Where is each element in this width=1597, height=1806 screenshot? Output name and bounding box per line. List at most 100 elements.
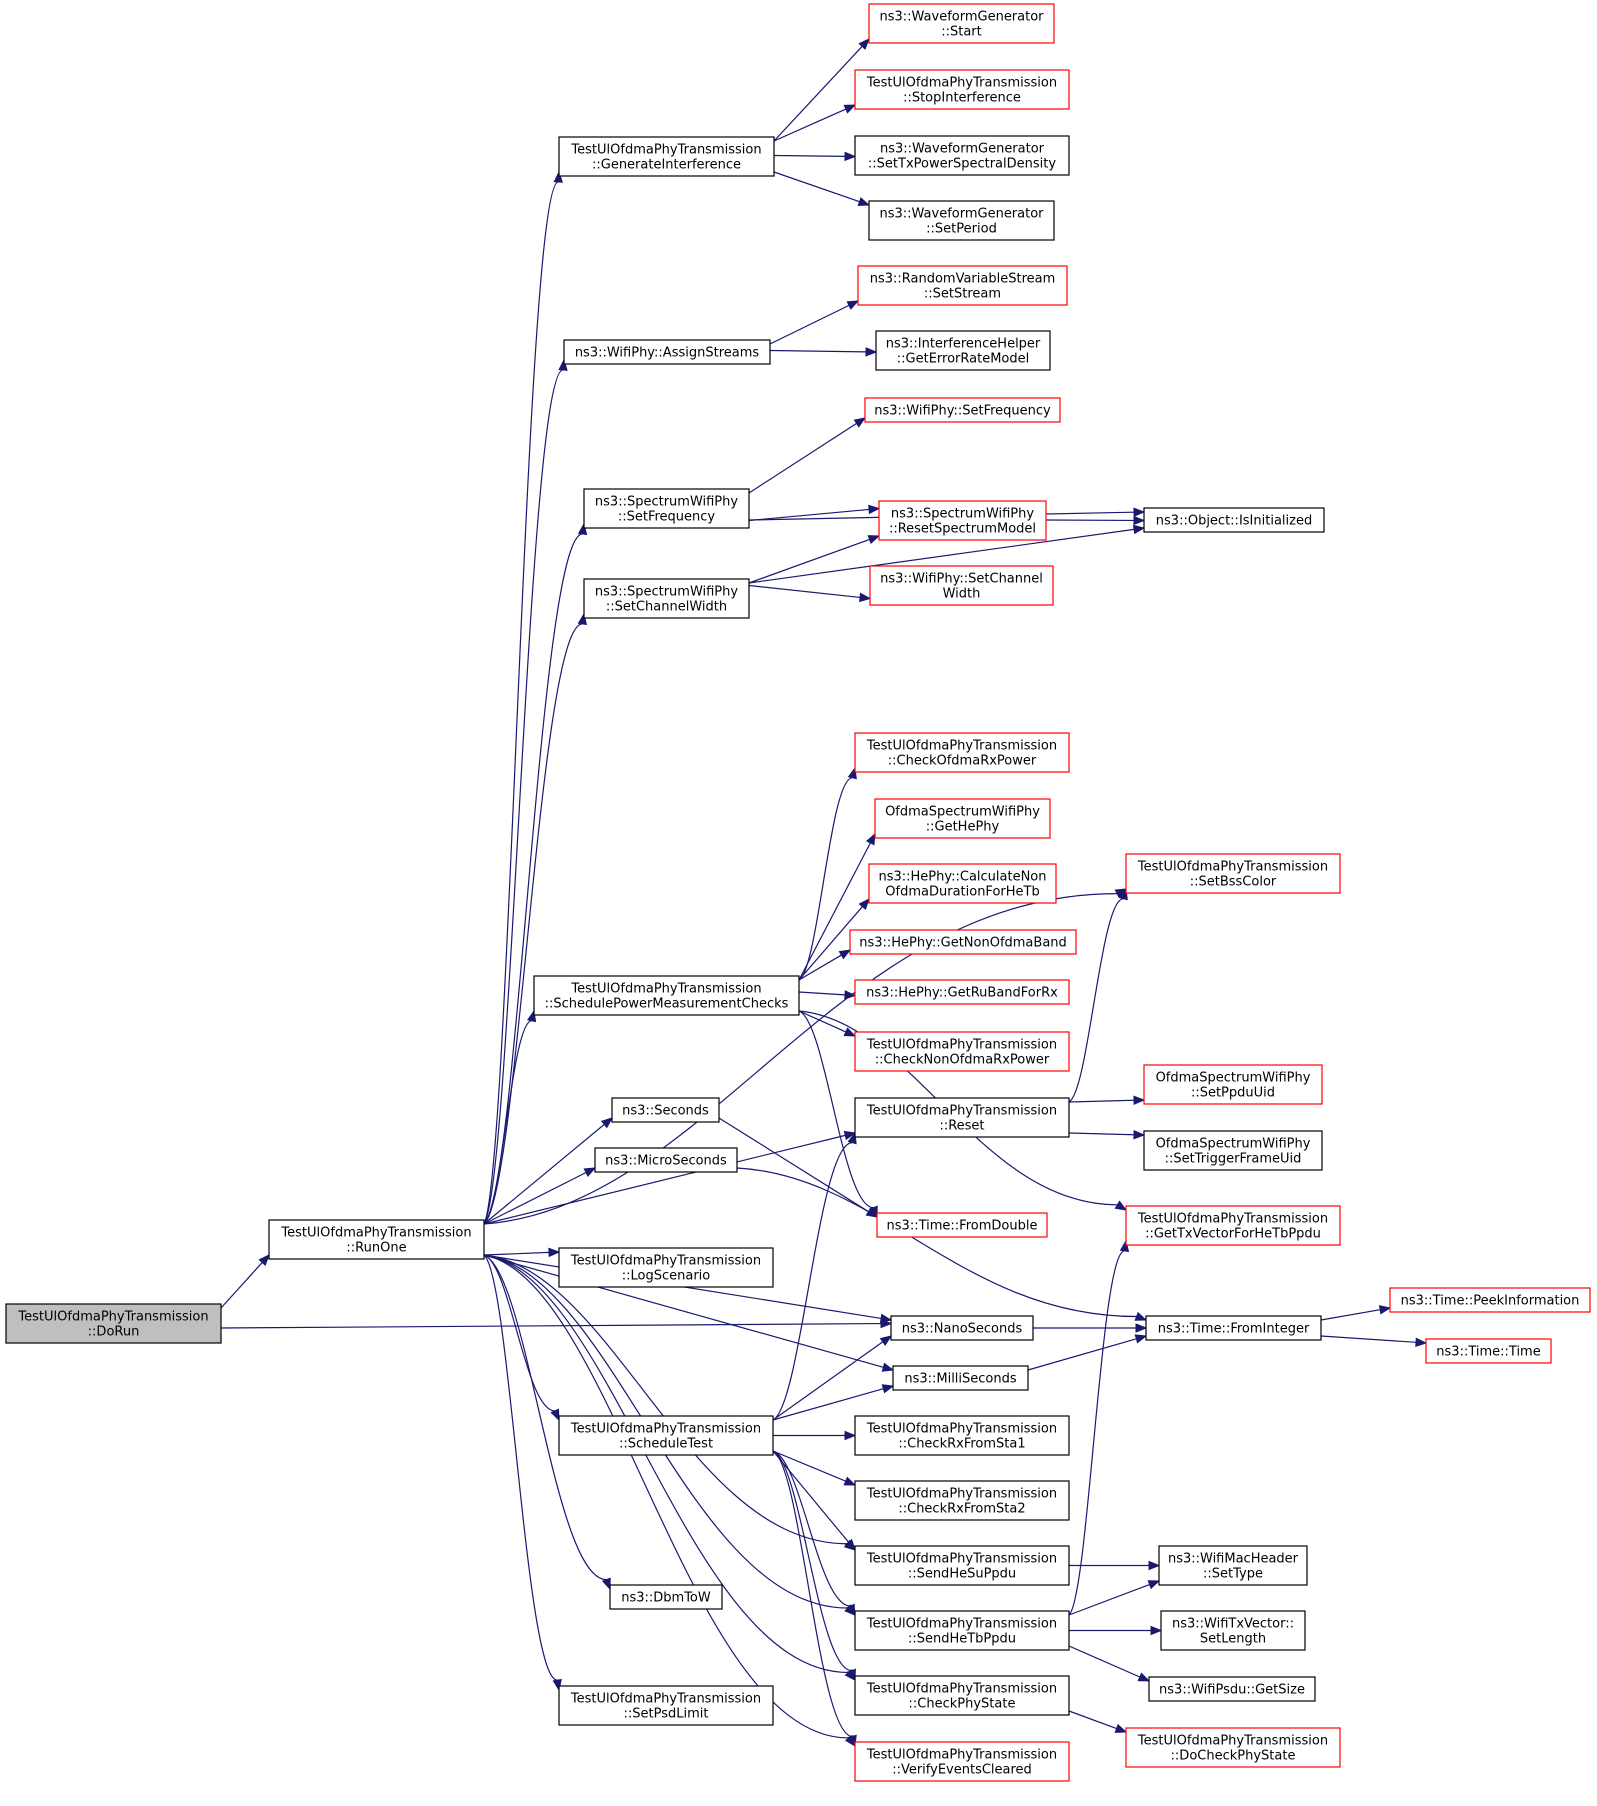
- node-setbsscolor[interactable]: TestUlOfdmaPhyTransmission::SetBssColor: [1125, 853, 1341, 894]
- node-time_time[interactable]: ns3::Time::Time: [1425, 1338, 1552, 1364]
- node-osw_settrigger[interactable]: OfdmaSpectrumWifiPhy::SetTriggerFrameUid: [1143, 1130, 1323, 1171]
- node-sendhesuppdu[interactable]: TestUlOfdmaPhyTransmission::SendHeSuPpdu: [854, 1545, 1070, 1586]
- arrowhead-icon: [600, 1117, 614, 1129]
- arrowhead-icon: [1114, 1200, 1128, 1211]
- edge-nanoseconds-to-time_frominteger: [1033, 1323, 1148, 1333]
- node-label: TestUlOfdmaPhyTransmission: [866, 1617, 1057, 1632]
- node-milliseconds[interactable]: ns3::MilliSeconds: [892, 1365, 1029, 1391]
- edge-line: [773, 108, 847, 142]
- edge-microseconds-to-time_frominteger: [736, 1167, 1148, 1321]
- node-sendhetbppdu[interactable]: TestUlOfdmaPhyTransmission::SendHeTbPpdu: [854, 1610, 1070, 1651]
- node-label: ns3::WaveformGenerator: [879, 10, 1044, 25]
- edge-line: [1068, 1645, 1141, 1678]
- node-assignstreams[interactable]: ns3::WifiPhy::AssignStreams: [563, 339, 771, 365]
- node-schedpower[interactable]: TestUlOfdmaPhyTransmission::SchedulePowe…: [533, 975, 800, 1016]
- node-wifiphy_setfreq[interactable]: ns3::WifiPhy::SetFrequency: [864, 397, 1061, 423]
- edge-dorun-to-runone: [220, 1254, 270, 1309]
- edge-schedpower-to-hephy_calcnon: [798, 897, 870, 981]
- node-ih_geterm[interactable]: ns3::InterferenceHelper::GetErrorRateMod…: [875, 330, 1051, 371]
- edge-line: [773, 154, 846, 157]
- node-setpsdlimit[interactable]: TestUlOfdmaPhyTransmission::SetPsdLimit: [558, 1685, 774, 1726]
- node-wtv_setlength[interactable]: ns3::WifiTxVector::SetLength: [1160, 1610, 1306, 1651]
- node-label: ns3::MilliSeconds: [904, 1372, 1017, 1387]
- node-wpsdu_getsize[interactable]: ns3::WifiPsdu::GetSize: [1148, 1676, 1316, 1702]
- node-time_fromdouble[interactable]: ns3::Time::FromDouble: [876, 1212, 1048, 1238]
- node-hephy_calcnon[interactable]: ns3::HePhy::CalculateNonOfdmaDurationFor…: [868, 863, 1057, 904]
- node-checkphystate[interactable]: TestUlOfdmaPhyTransmission::CheckPhyStat…: [854, 1675, 1070, 1716]
- node-geninterf[interactable]: TestUlOfdmaPhyTransmission::GenerateInte…: [558, 136, 775, 177]
- node-wf_setperiod[interactable]: ns3::WaveformGenerator::SetPeriod: [868, 200, 1055, 241]
- node-label: ::Start: [941, 25, 982, 40]
- node-osw_gethephy[interactable]: OfdmaSpectrumWifiPhy::GetHePhy: [874, 798, 1051, 839]
- node-dorun[interactable]: TestUlOfdmaPhyTransmission::DoRun: [5, 1303, 222, 1344]
- node-label: Width: [943, 587, 981, 602]
- node-reset[interactable]: TestUlOfdmaPhyTransmission::Reset: [854, 1097, 1070, 1138]
- node-label: ns3::WaveformGenerator: [880, 142, 1045, 157]
- arrowhead-icon: [1132, 524, 1146, 535]
- node-time_peek[interactable]: ns3::Time::PeekInformation: [1389, 1287, 1591, 1313]
- arrowhead-icon: [550, 1408, 560, 1422]
- node-swp_resetsm[interactable]: ns3::SpectrumWifiPhy::ResetSpectrumModel: [878, 500, 1047, 541]
- node-swp_setcw[interactable]: ns3::SpectrumWifiPhy::SetChannelWidth: [583, 578, 750, 619]
- node-wifiphy_setcw[interactable]: ns3::WifiPhy::SetChannelWidth: [869, 565, 1054, 606]
- node-docheckphystate[interactable]: TestUlOfdmaPhyTransmission::DoCheckPhySt…: [1125, 1727, 1341, 1768]
- node-label: OfdmaDurationForHeTb: [885, 885, 1039, 900]
- node-wmh_settype[interactable]: ns3::WifiMacHeader::SetType: [1158, 1545, 1308, 1586]
- node-wf_settxpsd[interactable]: ns3::WaveformGenerator::SetTxPowerSpectr…: [854, 135, 1070, 176]
- node-scheduletest[interactable]: TestUlOfdmaPhyTransmission::ScheduleTest: [558, 1415, 774, 1456]
- edge-line: [483, 1254, 884, 1368]
- node-wf_start[interactable]: ns3::WaveformGenerator::Start: [868, 3, 1055, 44]
- node-box: [1389, 1287, 1591, 1313]
- arrowhead-icon: [868, 504, 881, 515]
- node-box: [1160, 1610, 1306, 1651]
- node-seconds[interactable]: ns3::Seconds: [611, 1097, 720, 1123]
- node-checkofdmarx[interactable]: TestUlOfdmaPhyTransmission::CheckOfdmaRx…: [854, 732, 1070, 773]
- edge-line: [718, 1117, 869, 1213]
- arrowhead-icon: [1147, 1580, 1161, 1590]
- node-hephy_getru[interactable]: ns3::HePhy::GetRuBandForRx: [854, 979, 1070, 1005]
- node-label: ::SetBssColor: [1190, 875, 1277, 890]
- node-rvs_setstream[interactable]: ns3::RandomVariableStream::SetStream: [857, 265, 1068, 306]
- node-box: [854, 1610, 1070, 1651]
- node-label: ::VerifyEventsCleared: [892, 1763, 1032, 1778]
- edge-line: [1068, 898, 1124, 1103]
- node-checkrxsta2[interactable]: TestUlOfdmaPhyTransmission::CheckRxFromS…: [854, 1480, 1070, 1521]
- node-microseconds[interactable]: ns3::MicroSeconds: [594, 1147, 738, 1173]
- node-label: ::SetTriggerFrameUid: [1165, 1152, 1302, 1167]
- node-label: ::SetStream: [924, 287, 1001, 302]
- node-checknonofdmarx[interactable]: TestUlOfdmaPhyTransmission::CheckNonOfdm…: [854, 1031, 1070, 1072]
- edge-swp_setcw-to-obj_isinit: [748, 524, 1146, 584]
- arrowhead-icon: [844, 990, 857, 1000]
- node-runone[interactable]: TestUlOfdmaPhyTransmission::RunOne: [268, 1219, 485, 1260]
- edge-line: [772, 1450, 852, 1672]
- arrowhead-icon: [601, 1577, 611, 1591]
- node-box: [869, 565, 1054, 606]
- node-label: ::LogScenario: [622, 1269, 711, 1284]
- arrowhead-icon: [879, 1335, 893, 1346]
- node-box: [854, 1031, 1070, 1072]
- node-hephy_getnonofdma[interactable]: ns3::HePhy::GetNonOfdmaBand: [849, 929, 1077, 955]
- arrowhead-icon: [1118, 887, 1128, 901]
- node-verifyevents[interactable]: TestUlOfdmaPhyTransmission::VerifyEvents…: [854, 1741, 1070, 1782]
- node-box: [1143, 1130, 1323, 1171]
- node-box: [854, 1415, 1070, 1456]
- node-checkrxsta1[interactable]: TestUlOfdmaPhyTransmission::CheckRxFromS…: [854, 1415, 1070, 1456]
- arrowhead-icon: [558, 358, 568, 371]
- node-label: TestUlOfdmaPhyTransmission: [866, 1682, 1057, 1697]
- edge-line: [483, 893, 1118, 1225]
- node-gettxvector[interactable]: TestUlOfdmaPhyTransmission::GetTxVectorF…: [1125, 1205, 1341, 1246]
- edge-line: [1027, 1338, 1137, 1371]
- node-box: [854, 1097, 1070, 1138]
- node-dbmtow[interactable]: ns3::DbmToW: [609, 1584, 723, 1610]
- node-logscenario[interactable]: TestUlOfdmaPhyTransmission::LogScenario: [558, 1247, 774, 1288]
- edge-line: [772, 1450, 851, 1607]
- node-nanoseconds[interactable]: ns3::NanoSeconds: [890, 1315, 1034, 1341]
- edge-runone-to-assignstreams: [483, 358, 568, 1225]
- node-obj_isinit[interactable]: ns3::Object::IsInitialized: [1143, 507, 1325, 533]
- node-swp_setfreq[interactable]: ns3::SpectrumWifiPhy::SetFrequency: [583, 488, 750, 529]
- node-time_frominteger[interactable]: ns3::Time::FromInteger: [1145, 1315, 1322, 1341]
- node-osw_setppduuid[interactable]: OfdmaSpectrumWifiPhy::SetPpduUid: [1143, 1064, 1323, 1105]
- edge-line: [483, 1123, 605, 1225]
- arrowhead-icon: [1133, 515, 1146, 526]
- node-stopinterf[interactable]: TestUlOfdmaPhyTransmission::StopInterfer…: [854, 69, 1070, 110]
